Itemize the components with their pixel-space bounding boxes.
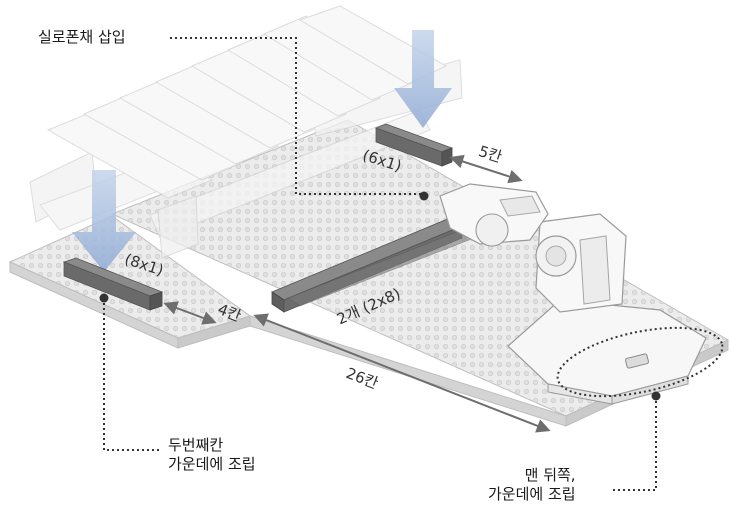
label-second-slot-line1: 두번째칸	[168, 436, 224, 454]
robot-body	[439, 183, 707, 405]
back-center-outline	[556, 326, 724, 398]
leader-silo	[170, 37, 424, 195]
brick-6x1	[374, 123, 454, 167]
label-second-slot-line2: 가운데에 조립	[168, 454, 256, 473]
label-silo-insert: 실로폰채 삽입	[38, 28, 126, 46]
insert-arrow-back	[394, 30, 452, 128]
label-second-slot: 두번째칸 가운데에 조립	[168, 436, 256, 474]
leader-silo-dot	[419, 191, 429, 201]
brick-8x1	[62, 257, 164, 311]
insert-arrow-front	[72, 170, 136, 272]
leader-second-slot-dot	[99, 293, 109, 303]
brick-2x8-pair	[271, 217, 475, 313]
leader-second-slot	[103, 298, 162, 451]
leader-back	[612, 396, 657, 491]
label-back-center: 맨 뒤쪽, 가운데에 조립	[488, 466, 576, 504]
measure-4-arrow	[163, 301, 217, 325]
measure-26-arrow	[253, 313, 551, 433]
label-back-line1: 맨 뒤쪽,	[524, 466, 576, 484]
label-back-line2: 가운데에 조립	[488, 484, 576, 503]
leader-back-dot	[651, 391, 661, 401]
measure-5-arrow	[449, 154, 523, 184]
